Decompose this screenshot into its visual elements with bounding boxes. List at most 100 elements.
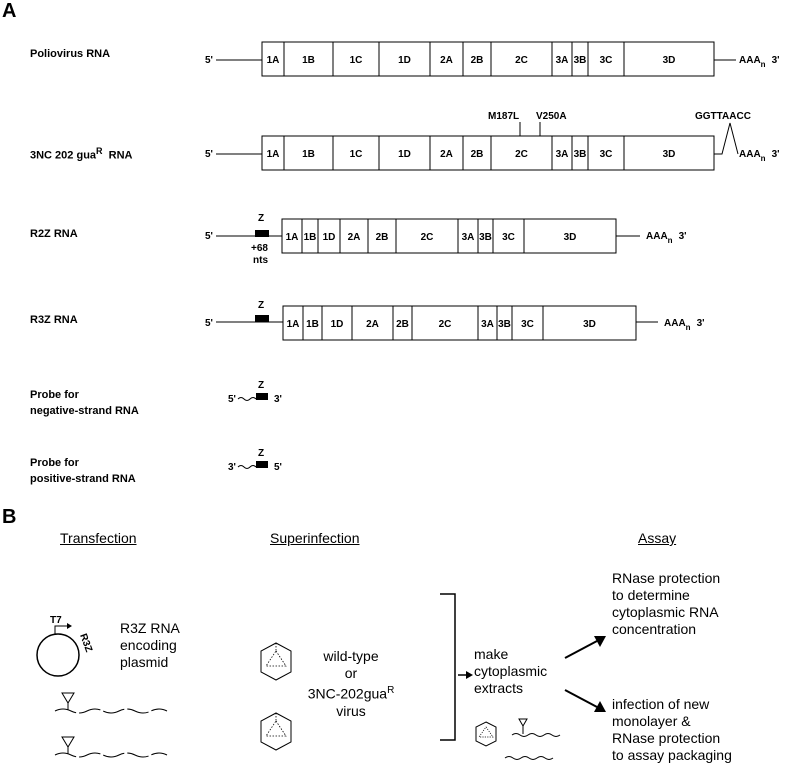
gene-3c: 3C xyxy=(521,319,534,330)
gene-3a: 3A xyxy=(556,55,569,66)
plus68-label: +68 xyxy=(251,243,268,254)
five-prime-end: 5' xyxy=(205,318,213,329)
z-label: Z xyxy=(258,300,264,311)
gene-3b: 3B xyxy=(574,55,587,66)
gene-3b: 3B xyxy=(574,149,587,160)
mutation-m187l: M187L xyxy=(488,111,519,122)
rna-transcript-2 xyxy=(54,736,168,758)
virus-icon xyxy=(475,721,497,747)
header-transfection: Transfection xyxy=(60,530,137,546)
panel-a-label: A xyxy=(2,0,17,22)
gene-1d: 1D xyxy=(398,149,411,160)
arrow-head xyxy=(594,701,606,712)
svg-text:5': 5' xyxy=(228,394,236,405)
gene-3d: 3D xyxy=(663,149,676,160)
gene-3a: 3A xyxy=(462,232,475,243)
z-element xyxy=(255,230,269,237)
insert-sequence: GGTTAACC xyxy=(695,111,751,122)
gene-1d: 1D xyxy=(331,319,344,330)
gene-2b: 2B xyxy=(396,319,409,330)
gene-2b: 2B xyxy=(471,55,484,66)
plasmid-icon: T7 R3Z xyxy=(36,615,94,677)
construct-poliovirus-label: Poliovirus RNA xyxy=(30,48,111,60)
z-element xyxy=(256,393,268,400)
gene-1a: 1A xyxy=(267,149,280,160)
virus-icon xyxy=(260,712,292,751)
header-superinfection: Superinfection xyxy=(270,530,360,546)
panel-b-label: B xyxy=(2,506,17,528)
t7-label: T7 xyxy=(50,615,62,626)
rna-transcript-1 xyxy=(54,692,168,714)
gene-1a: 1A xyxy=(287,319,300,330)
plasmid-text: R3Z RNA encoding plasmid xyxy=(120,620,180,670)
svg-text:5': 5' xyxy=(274,462,282,473)
virus-icon xyxy=(260,642,292,681)
gene-3d: 3D xyxy=(583,319,596,330)
extract-text: make cytoplasmic extracts xyxy=(474,646,548,696)
z-label: Z xyxy=(258,213,264,224)
positive-strand-probe: 3' Z 5' xyxy=(228,448,282,473)
header-assay: Assay xyxy=(638,530,677,546)
five-prime-end: 5' xyxy=(205,149,213,160)
virus-text: wild-type or 3NC-202guaR virus xyxy=(307,648,395,719)
gene-3b: 3B xyxy=(479,232,492,243)
arrow-head xyxy=(594,636,606,647)
gene-3a: 3A xyxy=(481,319,494,330)
gene-3a: 3A xyxy=(556,149,569,160)
construct-3nc202-label: 3NC 202 guaR RNA xyxy=(30,146,133,162)
gene-2a: 2A xyxy=(440,149,453,160)
gene-1b: 1B xyxy=(302,149,315,160)
gene-3d: 3D xyxy=(663,55,676,66)
z-label: Z xyxy=(258,380,264,391)
gene-2c: 2C xyxy=(439,319,452,330)
gene-1c: 1C xyxy=(350,149,363,160)
gene-3c: 3C xyxy=(502,232,515,243)
gene-2a: 2A xyxy=(366,319,379,330)
gene-1b: 1B xyxy=(304,232,317,243)
construct-r2z-label: R2Z RNA xyxy=(30,228,78,240)
gene-1b: 1B xyxy=(302,55,315,66)
gene-3d: 3D xyxy=(564,232,577,243)
negative-strand-probe: 5' Z 3' xyxy=(228,380,282,405)
gene-3b: 3B xyxy=(498,319,511,330)
gene-1d: 1D xyxy=(398,55,411,66)
gene-2a: 2A xyxy=(348,232,361,243)
svg-text:3': 3' xyxy=(228,462,236,473)
z-element xyxy=(255,315,269,322)
mutation-v250a: V250A xyxy=(536,111,567,122)
r3z-plasmid-label: R3Z xyxy=(77,632,94,654)
gene-3c: 3C xyxy=(600,55,613,66)
gene-2b: 2B xyxy=(471,149,484,160)
gene-2c: 2C xyxy=(421,232,434,243)
z-element xyxy=(256,461,268,468)
gene-1c: 1C xyxy=(350,55,363,66)
nts-label: nts xyxy=(253,255,268,266)
construct-r3z-label: R3Z RNA xyxy=(30,314,78,326)
gene-2b: 2B xyxy=(376,232,389,243)
gene-1a: 1A xyxy=(286,232,299,243)
rna-fragment xyxy=(511,718,561,737)
five-prime-end: 5' xyxy=(205,55,213,66)
gene-2c: 2C xyxy=(515,55,528,66)
gene-2c: 2C xyxy=(515,149,528,160)
gene-1d: 1D xyxy=(323,232,336,243)
rna-fragment xyxy=(504,756,554,760)
gene-3c: 3C xyxy=(600,149,613,160)
gene-2a: 2A xyxy=(440,55,453,66)
svg-text:3': 3' xyxy=(274,394,282,405)
five-prime-end: 5' xyxy=(205,231,213,242)
assay-rnase-text: RNase protection to determine cytoplasmi… xyxy=(612,570,721,637)
gene-1b: 1B xyxy=(306,319,319,330)
gene-1a: 1A xyxy=(267,55,280,66)
assay-packaging-text: infection of new monolayer & RNase prote… xyxy=(612,696,732,763)
